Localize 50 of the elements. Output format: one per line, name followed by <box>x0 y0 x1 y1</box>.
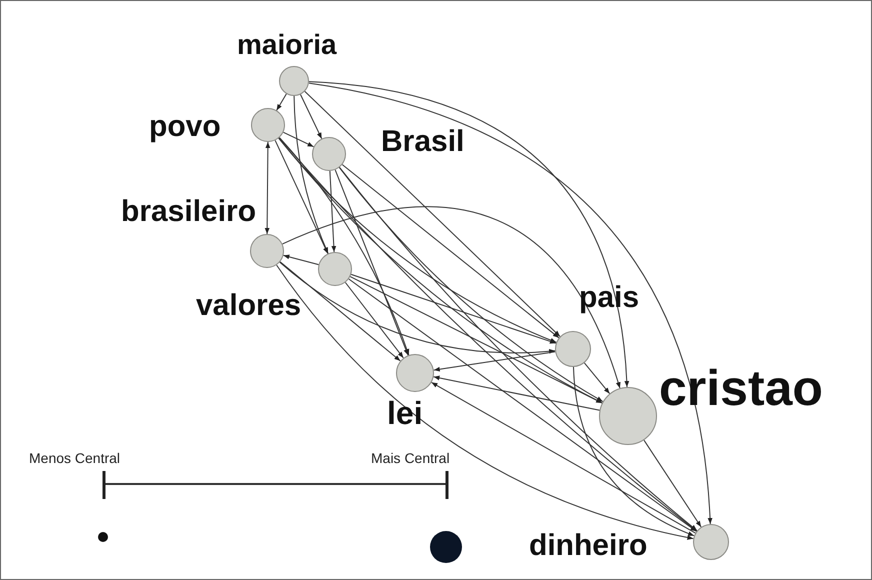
arrow <box>282 132 314 148</box>
arrow <box>342 164 560 338</box>
arrow <box>278 137 698 532</box>
arrow <box>280 261 401 362</box>
arrow <box>279 262 556 354</box>
arrow <box>308 82 712 524</box>
node-circle <box>555 331 591 367</box>
arrow <box>350 274 556 344</box>
node-label: Brasil <box>381 127 464 157</box>
arrow <box>348 278 697 532</box>
node-label: povo <box>149 112 221 142</box>
arrow <box>344 282 404 358</box>
arrow <box>644 440 702 528</box>
node-circle <box>599 387 657 445</box>
arrow <box>294 96 329 254</box>
arrow <box>573 366 695 536</box>
scale-label: Menos Central <box>29 451 120 465</box>
arrow <box>339 166 698 532</box>
node-label: lei <box>387 397 423 429</box>
node-circle <box>312 137 346 171</box>
arrow <box>304 90 560 337</box>
arrow <box>329 170 336 252</box>
arrow <box>279 137 410 356</box>
node-circle <box>318 252 352 286</box>
arrow <box>350 276 603 404</box>
node-circle <box>250 234 284 268</box>
arrow <box>431 382 696 534</box>
arrow <box>308 81 629 388</box>
arrow <box>433 376 600 411</box>
arrow <box>264 142 270 234</box>
scale-label: Mais Central <box>371 451 450 465</box>
arrow <box>300 94 322 140</box>
arrow <box>276 264 694 540</box>
arrow <box>274 140 328 254</box>
node-label: maioria <box>237 31 337 59</box>
arrow <box>433 351 556 372</box>
arrow <box>338 167 604 402</box>
arrow <box>276 93 287 111</box>
arrow <box>282 206 620 389</box>
node-circle <box>693 524 729 560</box>
node-circle <box>396 354 434 392</box>
node-label: valores <box>196 291 302 321</box>
node-circle <box>251 108 285 142</box>
arrow <box>278 138 603 404</box>
arrow <box>584 362 610 394</box>
node-label: brasileiro <box>121 197 256 227</box>
node-label: dinheiro <box>529 531 648 561</box>
arrow <box>282 254 320 266</box>
arrow <box>334 169 409 356</box>
node-circle <box>279 66 309 96</box>
